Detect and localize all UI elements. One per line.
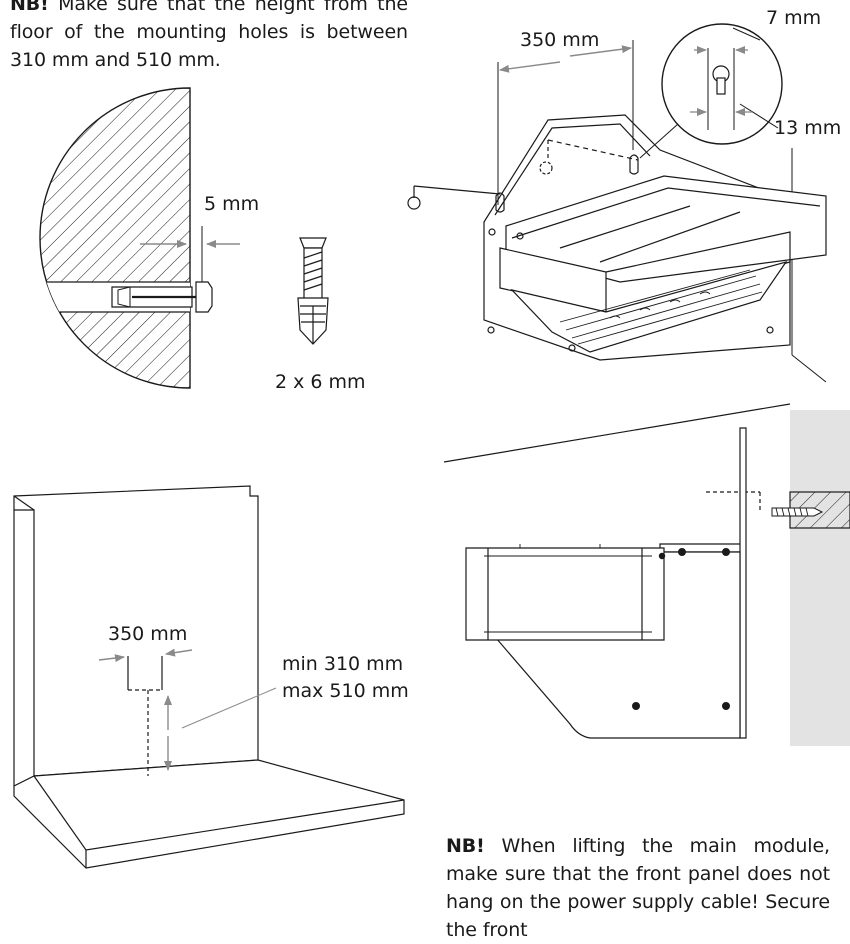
slot-height-label: 13 mm xyxy=(774,117,841,139)
floor-line xyxy=(443,403,791,463)
plug-size-label: 2 x 6 mm xyxy=(275,371,366,393)
wall-offset-label: 5 mm xyxy=(204,193,259,215)
heater-perspective xyxy=(407,23,827,383)
wall-plug-icon xyxy=(297,237,329,345)
mounting-diagram: 5 mm 2 x 6 mm xyxy=(13,7,850,869)
slot-width-label: 7 mm xyxy=(766,7,821,29)
note-prefix: NB! xyxy=(446,835,485,857)
note-mounting-height: NB! Make sure that the height from the f… xyxy=(10,0,408,74)
note-text: Make sure that the height from the floor… xyxy=(10,0,408,71)
height-max-label: max 510 mm xyxy=(282,680,409,702)
height-min-label: min 310 mm xyxy=(282,653,403,675)
note-prefix: NB! xyxy=(10,0,49,15)
hole-spacing-top-label: 350 mm xyxy=(520,29,599,51)
wall-floor-corner xyxy=(13,485,405,869)
wall-panel xyxy=(790,410,850,746)
wall-section-detail xyxy=(39,87,240,389)
heater-side-view xyxy=(465,410,850,746)
hole-spacing-bottom-label: 350 mm xyxy=(108,623,187,645)
